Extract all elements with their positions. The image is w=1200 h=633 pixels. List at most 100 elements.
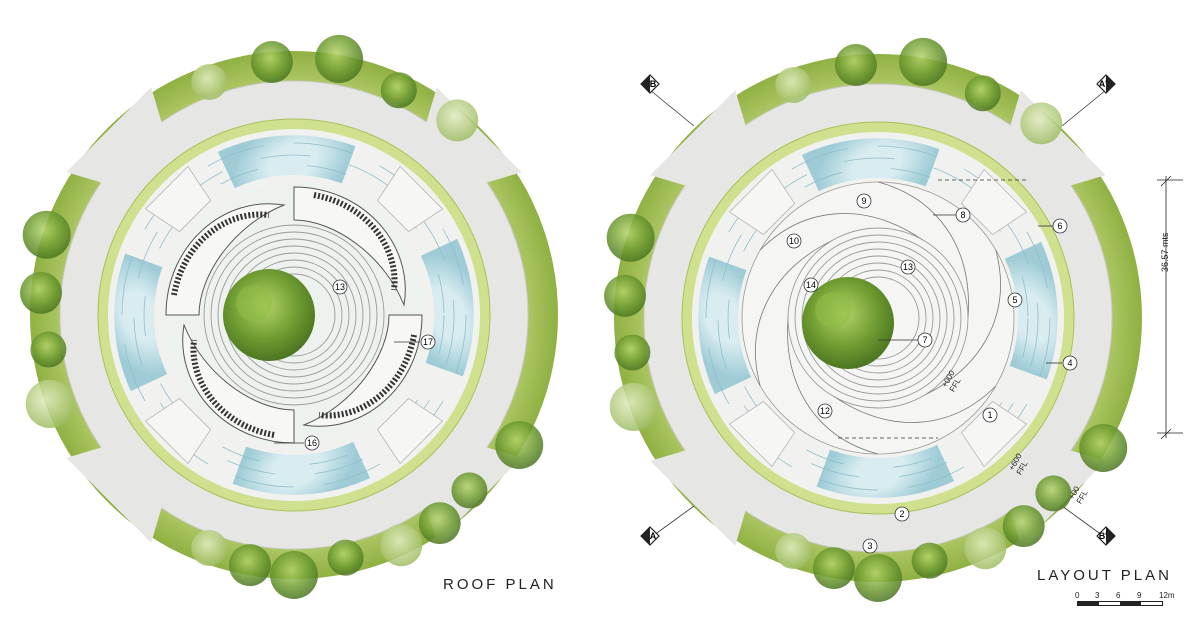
callout-label: 5 bbox=[1012, 295, 1017, 305]
layout-plan-title: LAYOUT PLAN bbox=[1037, 567, 1172, 584]
tree bbox=[191, 530, 228, 566]
section-cut-lines bbox=[649, 89, 1107, 539]
tree bbox=[270, 551, 318, 599]
tree bbox=[228, 544, 271, 587]
perimeter-trees bbox=[20, 34, 1128, 602]
scale-tick: 9 bbox=[1137, 591, 1142, 600]
dimension-line bbox=[1157, 175, 1183, 440]
callout-label: 12 bbox=[820, 406, 830, 416]
scale-bar-group: 0 3 6 9 12m bbox=[1075, 591, 1185, 609]
callout-circle bbox=[894, 506, 910, 522]
section-marker-a-prime: A' bbox=[1096, 74, 1116, 94]
callout-circle bbox=[1007, 292, 1023, 308]
section-lines bbox=[838, 179, 1028, 439]
dimension-label: 36.57 mts bbox=[1160, 232, 1170, 272]
tree bbox=[911, 542, 948, 579]
tree bbox=[191, 64, 228, 100]
callout-circle bbox=[982, 407, 998, 423]
layout-callouts: 9 8 10 13 14 6 5 7 4 12 1 2 bbox=[786, 193, 1078, 554]
callout-circle bbox=[1052, 218, 1068, 234]
callout-label: 6 bbox=[1057, 221, 1062, 231]
tree bbox=[1035, 475, 1072, 512]
callout-label: 14 bbox=[806, 280, 816, 290]
tree bbox=[315, 34, 364, 83]
tree bbox=[418, 502, 461, 545]
callout-label: 10 bbox=[789, 236, 799, 246]
water-pools bbox=[698, 138, 1058, 498]
tree bbox=[327, 539, 364, 576]
tree bbox=[20, 271, 62, 314]
callout-circle bbox=[817, 403, 833, 419]
scale-tick: 6 bbox=[1116, 591, 1121, 600]
section-marker-label: A' bbox=[1099, 79, 1108, 89]
tree bbox=[30, 331, 67, 368]
tree bbox=[1020, 102, 1063, 145]
tree bbox=[495, 421, 544, 469]
callout-circle bbox=[856, 193, 872, 209]
callout-label: 13 bbox=[903, 262, 913, 272]
tree bbox=[25, 379, 74, 428]
callout-label: 17 bbox=[423, 337, 433, 347]
callout-circle bbox=[803, 277, 819, 293]
roof-callouts: 13 17 16 bbox=[274, 279, 436, 451]
callout-circle bbox=[332, 279, 348, 295]
tree bbox=[609, 382, 658, 431]
tree bbox=[22, 210, 71, 259]
tree bbox=[775, 67, 812, 103]
scale-bar bbox=[1077, 601, 1163, 606]
tree bbox=[380, 72, 417, 109]
tree bbox=[834, 44, 877, 86]
callout-label: 3 bbox=[867, 541, 872, 551]
callout-label: 16 bbox=[307, 438, 317, 448]
callout-label: 7 bbox=[922, 335, 927, 345]
section-marker-label: B bbox=[650, 79, 657, 89]
callout-circle bbox=[786, 233, 802, 249]
tree bbox=[380, 524, 423, 567]
scale-tick-labels: 0 3 6 9 12m bbox=[1075, 591, 1185, 601]
tree bbox=[614, 334, 651, 371]
scale-tick: 3 bbox=[1095, 591, 1100, 600]
steps bbox=[144, 165, 444, 465]
callout-label: 2 bbox=[899, 509, 904, 519]
tree bbox=[812, 547, 855, 590]
tree bbox=[604, 274, 646, 317]
callout-label: 4 bbox=[1067, 358, 1072, 368]
layout-plan: 9 8 10 13 14 6 5 7 4 12 1 2 bbox=[614, 54, 1142, 582]
scale-tick: 12m bbox=[1159, 591, 1175, 600]
callout-label: 1 bbox=[987, 410, 992, 420]
tree bbox=[964, 527, 1007, 570]
tree bbox=[436, 99, 479, 142]
central-tree-detail bbox=[236, 285, 272, 321]
callout-circle bbox=[917, 332, 933, 348]
tree bbox=[1002, 505, 1045, 548]
section-marker-label: A bbox=[650, 531, 657, 541]
steps bbox=[728, 168, 1028, 468]
tree bbox=[250, 41, 293, 83]
callout-circle bbox=[304, 435, 320, 451]
section-markers: B A' A B' bbox=[640, 74, 1116, 546]
plaza-swirl-lines bbox=[755, 181, 1001, 455]
central-tree bbox=[223, 269, 315, 361]
callout-label: 8 bbox=[960, 210, 965, 220]
tree bbox=[1079, 424, 1128, 472]
tree bbox=[775, 533, 812, 569]
callout-label: 13 bbox=[335, 282, 345, 292]
tree bbox=[964, 75, 1001, 112]
roof-plan: 13 17 16 bbox=[30, 51, 558, 579]
central-tree bbox=[802, 277, 894, 369]
callout-label: 9 bbox=[861, 196, 866, 206]
tree bbox=[854, 554, 902, 602]
roof-blades bbox=[165, 186, 423, 444]
callout-circle bbox=[1062, 355, 1078, 371]
callout-circle bbox=[955, 207, 971, 223]
callout-circle bbox=[420, 334, 436, 350]
tree bbox=[899, 37, 948, 86]
central-tree-detail bbox=[815, 292, 851, 328]
roof-plan-title: ROOF PLAN bbox=[443, 576, 557, 593]
callout-circle bbox=[900, 259, 916, 275]
amphitheatre-rings bbox=[787, 227, 969, 409]
callout-circle bbox=[862, 538, 878, 554]
tree bbox=[606, 213, 655, 262]
section-marker-a: A bbox=[640, 526, 660, 546]
